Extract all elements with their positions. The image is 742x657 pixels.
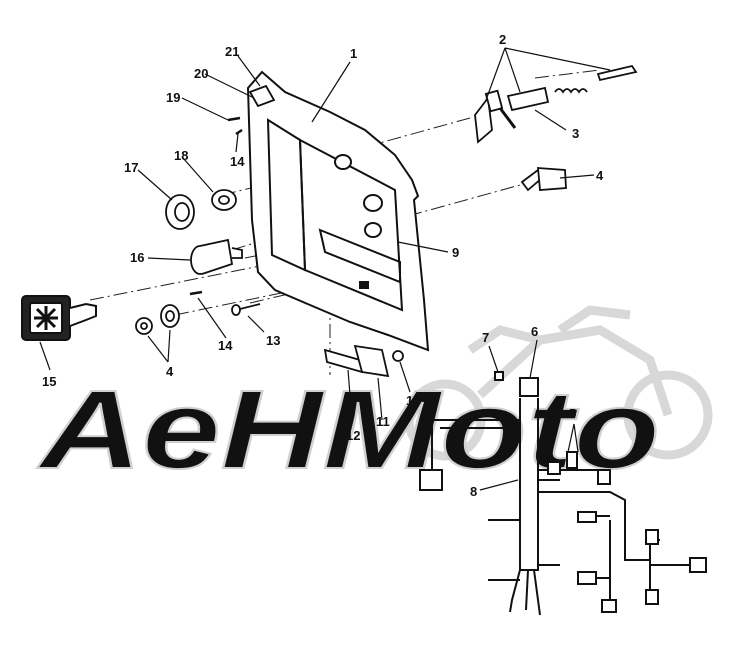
callout-10: 10: [406, 393, 420, 408]
ignition-switch-16: [190, 238, 243, 275]
callout-12: 12: [346, 428, 360, 443]
callout-14a: 14: [230, 154, 245, 169]
callout-13: 13: [266, 333, 280, 348]
callout-7: 7: [482, 330, 489, 345]
callout-6: 6: [531, 324, 538, 339]
callout-19: 19: [166, 90, 180, 105]
callout-20: 20: [194, 66, 208, 81]
callout-18: 18: [174, 148, 188, 163]
callout-5: 5: [569, 406, 576, 421]
toggle-switch-4: [520, 167, 567, 192]
switch-assembly-2-3: [474, 64, 638, 144]
callout-14b: 14: [218, 338, 233, 353]
callout-1: 1: [350, 46, 357, 61]
callout-2: 2: [499, 32, 506, 47]
callout-4b: 4: [166, 364, 174, 379]
watermark: AeHMoto: [35, 305, 713, 493]
bracket-11-12: [323, 344, 404, 378]
callout-15: 15: [42, 374, 56, 389]
callout-16: 16: [130, 250, 144, 265]
leader-lines: [39, 47, 611, 491]
screws-13-14: [189, 290, 261, 316]
callout-labels: 1 2 3 4 4 5 6 7 8 9 10 11 12 13 14 14 15…: [42, 32, 604, 499]
mounting-panel: [246, 70, 430, 352]
callout-8: 8: [470, 484, 477, 499]
motorcycle-watermark-icon: [404, 305, 713, 461]
callout-21: 21: [225, 44, 239, 59]
callout-17: 17: [124, 160, 138, 175]
callout-11: 11: [376, 414, 390, 429]
key-15-icon: [21, 295, 97, 341]
nut-washer-4: [135, 304, 180, 335]
washer-18: [211, 189, 237, 211]
clip-20-21: [227, 84, 276, 136]
callout-9: 9: [452, 245, 459, 260]
callout-4a: 4: [596, 168, 604, 183]
wiring-harness: [419, 371, 707, 616]
nut-17: [165, 194, 195, 230]
callout-3: 3: [572, 126, 579, 141]
